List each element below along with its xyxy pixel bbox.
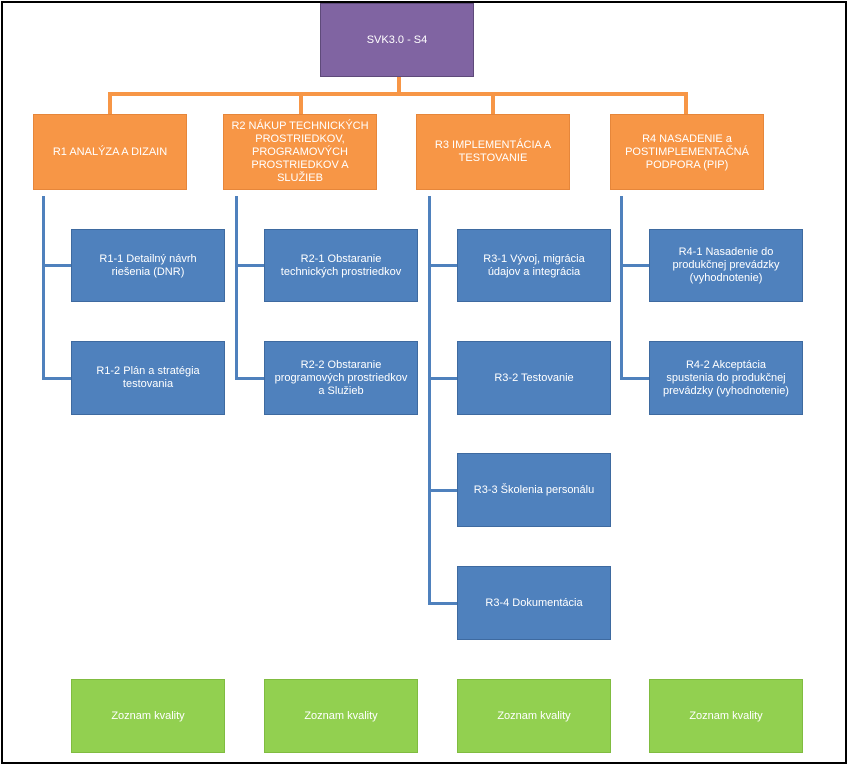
- r1-2-connector: [42, 377, 71, 380]
- task-r3-3: R3-3 Školenia personálu: [457, 453, 611, 527]
- phase-r4: R4 NASADENIE a POSTIMPLEMENTAČNÁ PODPORA…: [610, 114, 764, 190]
- r4-1-connector: [620, 264, 649, 267]
- r4-2-connector: [620, 377, 649, 380]
- task-r3-1: R3-1 Vývoj, migrácia údajov a integrácia: [457, 229, 611, 302]
- quality-list-r2: Zoznam kvality: [264, 679, 418, 753]
- phase-connector-r4: [684, 92, 688, 114]
- phase-connector-r3: [491, 92, 495, 114]
- task-r4-2: R4-2 Akceptácia spustenia do produkčnej …: [649, 341, 803, 415]
- phase-r1: R1 ANALÝZA A DIZAIN: [33, 114, 187, 190]
- root-node: SVK3.0 - S4: [320, 3, 474, 77]
- phase-connector-r1: [108, 92, 112, 114]
- task-r2-1: R2-1 Obstaranie technických prostriedkov: [264, 229, 418, 302]
- r3-1-connector: [428, 264, 457, 267]
- task-r4-1: R4-1 Nasadenie do produkčnej prevádzky (…: [649, 229, 803, 302]
- task-r3-4: R3-4 Dokumentácia: [457, 566, 611, 640]
- r1-1-connector: [42, 264, 71, 267]
- phase-horizontal-connector: [108, 92, 688, 96]
- phase-r2: R2 NÁKUP TECHNICKÝCH PROSTRIEDKOV, PROGR…: [223, 114, 377, 190]
- r3-4-connector: [428, 602, 457, 605]
- task-r2-2: R2-2 Obstaranie programových prostriedko…: [264, 341, 418, 415]
- r1-vertical-connector: [42, 196, 45, 380]
- r3-2-connector: [428, 377, 457, 380]
- task-r3-2: R3-2 Testovanie: [457, 341, 611, 415]
- phase-r3: R3 IMPLEMENTÁCIA A TESTOVANIE: [416, 114, 570, 190]
- r2-1-connector: [235, 264, 264, 267]
- root-connector: [397, 77, 401, 94]
- r2-2-connector: [235, 377, 264, 380]
- phase-connector-r2: [299, 92, 303, 114]
- r2-vertical-connector: [235, 196, 238, 380]
- task-r1-1: R1-1 Detailný návrh riešenia (DNR): [71, 229, 225, 302]
- r3-vertical-connector: [428, 196, 431, 605]
- r3-3-connector: [428, 489, 457, 492]
- quality-list-r4: Zoznam kvality: [649, 679, 803, 753]
- r4-vertical-connector: [620, 196, 623, 380]
- quality-list-r1: Zoznam kvality: [71, 679, 225, 753]
- quality-list-r3: Zoznam kvality: [457, 679, 611, 753]
- task-r1-2: R1-2 Plán a stratégia testovania: [71, 341, 225, 415]
